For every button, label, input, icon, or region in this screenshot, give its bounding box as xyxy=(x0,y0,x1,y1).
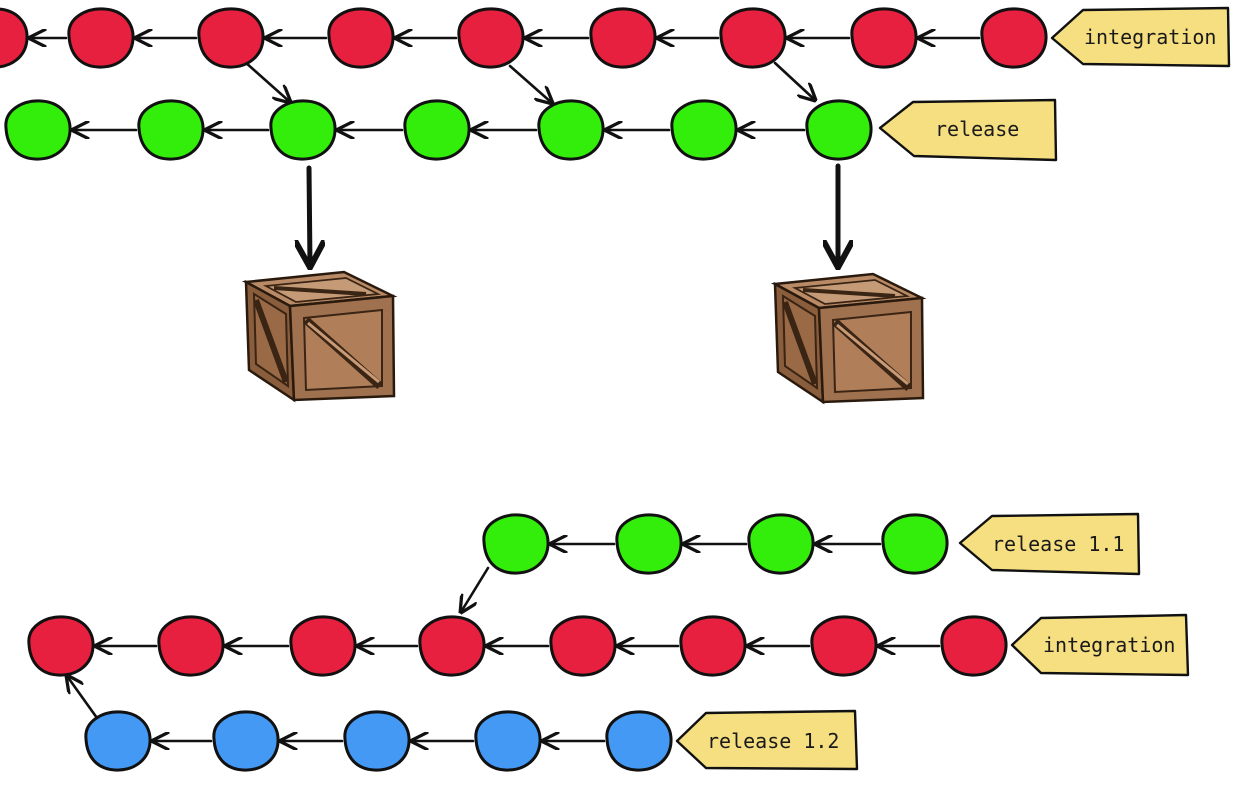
integration-tag-label: integration xyxy=(1043,633,1175,657)
commit-node xyxy=(157,615,225,677)
commit-node xyxy=(84,710,152,772)
commit-node xyxy=(269,99,337,161)
commit-node xyxy=(850,7,918,69)
branch-point-edge xyxy=(461,566,490,612)
bottom-diagram: release 1.1 integration release 1.2 xyxy=(27,512,1190,772)
release-1-1-tag: release 1.1 xyxy=(958,512,1141,576)
integration-commits xyxy=(0,7,1048,69)
commit-node xyxy=(615,513,683,575)
commit-node xyxy=(212,710,280,772)
integration-tag: integration xyxy=(1050,6,1231,68)
commit-node xyxy=(343,710,411,772)
release-1-1-commits xyxy=(482,513,949,575)
commit-node xyxy=(4,99,72,161)
merge-edge xyxy=(243,60,290,102)
commit-node xyxy=(810,615,878,677)
release-1-2-tag: release 1.2 xyxy=(675,709,859,771)
commit-node xyxy=(67,7,135,69)
commit-node xyxy=(881,513,949,575)
commit-node xyxy=(418,615,486,677)
deploy-arrow xyxy=(309,165,310,265)
commit-node xyxy=(457,7,525,69)
release-tag-label: release xyxy=(935,117,1019,141)
commit-node xyxy=(0,7,29,69)
merge-edges xyxy=(243,60,815,103)
release-commits xyxy=(4,99,873,161)
release-1-2-tag-label: release 1.2 xyxy=(707,729,839,753)
commit-node xyxy=(27,615,95,677)
commit-node xyxy=(670,99,738,161)
release-1-1-tag-label: release 1.1 xyxy=(992,532,1124,556)
commit-node xyxy=(719,7,787,69)
commit-node xyxy=(474,710,542,772)
commit-node xyxy=(289,615,357,677)
crate-icon xyxy=(241,270,398,403)
commit-node xyxy=(589,7,657,69)
commit-node xyxy=(327,7,395,69)
branch-point-edge xyxy=(67,676,99,720)
merge-edge xyxy=(773,61,815,100)
commit-node xyxy=(137,99,205,161)
commit-node xyxy=(197,7,265,69)
commit-node xyxy=(537,99,605,161)
commit-node xyxy=(940,615,1008,677)
crate-icon xyxy=(770,272,927,405)
commit-node xyxy=(605,710,673,772)
commit-node xyxy=(805,99,873,161)
commit-node xyxy=(549,615,617,677)
top-diagram: integration release xyxy=(0,6,1231,405)
integration-tag: integration xyxy=(1010,613,1190,677)
commit-node xyxy=(403,99,471,161)
branch-point-edges xyxy=(67,566,490,720)
deploy-arrows xyxy=(309,163,838,265)
commit-node xyxy=(482,513,550,575)
commit-node xyxy=(679,615,747,677)
merge-edge xyxy=(508,64,552,103)
commit-node xyxy=(747,513,815,575)
integration-tag-label: integration xyxy=(1084,25,1216,49)
integration-commits xyxy=(27,615,1008,677)
release-tag: release xyxy=(878,98,1058,162)
commit-node xyxy=(980,7,1048,69)
release-1-2-commits xyxy=(84,710,673,772)
